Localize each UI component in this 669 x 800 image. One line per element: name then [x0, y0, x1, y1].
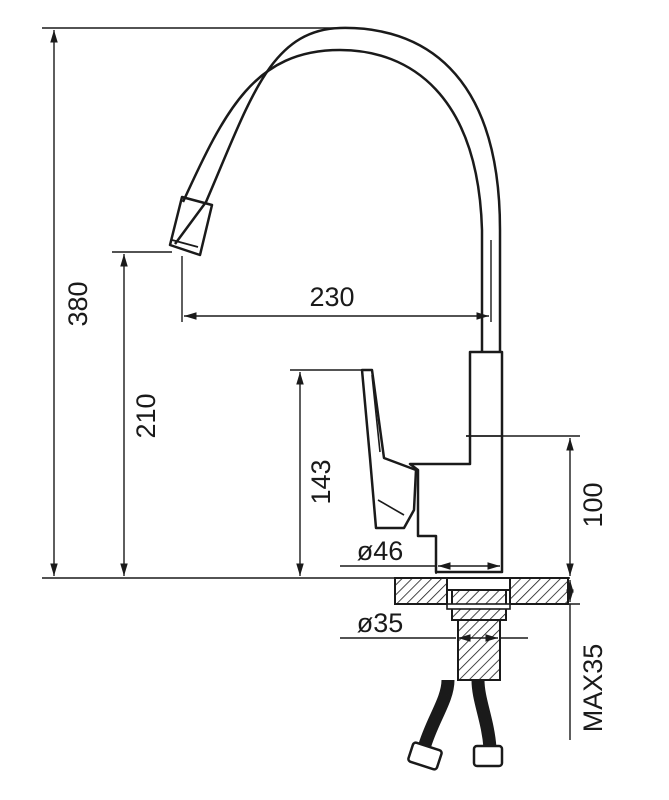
hose-nut-left — [407, 741, 443, 771]
label-380: 380 — [63, 281, 93, 326]
label-230: 230 — [309, 282, 354, 312]
countertop-left — [394, 577, 448, 605]
hose-nut-right — [472, 744, 504, 768]
label-143: 143 — [306, 459, 336, 504]
base-flange — [446, 577, 511, 591]
lever-handle — [360, 368, 418, 530]
label-max35: MAX35 — [578, 644, 608, 733]
label-d35: ø35 — [357, 608, 404, 638]
lower-shank — [457, 619, 501, 681]
spout-outer — [173, 26, 502, 352]
spout-head — [168, 195, 214, 257]
spout-inner — [181, 48, 484, 352]
label-210: 210 — [131, 393, 161, 438]
countertop-right — [509, 577, 569, 605]
label-d46: ø46 — [357, 536, 404, 566]
faucet-body — [408, 350, 504, 574]
label-100: 100 — [578, 482, 608, 527]
